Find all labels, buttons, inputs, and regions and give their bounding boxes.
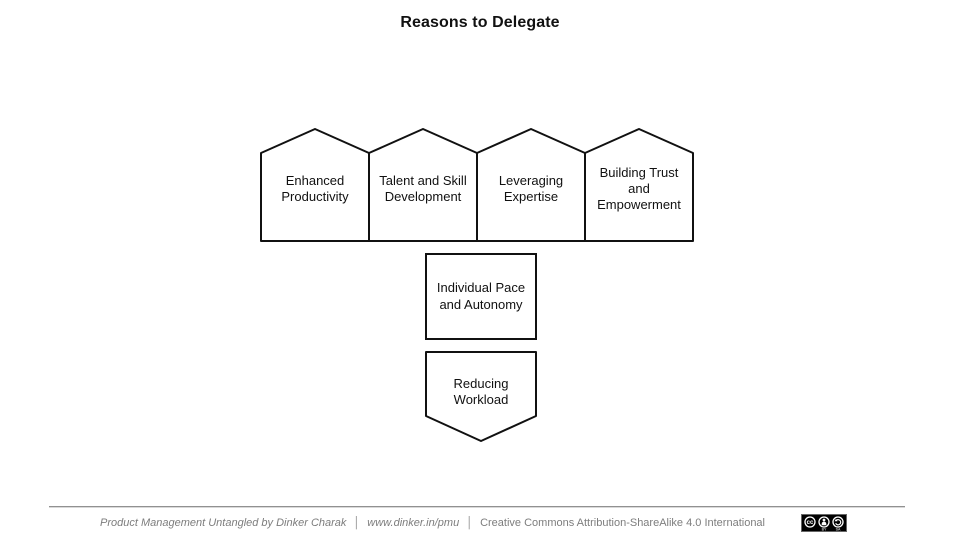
shape-label: Building Trust and Empowerment xyxy=(597,164,681,213)
shape-individual-pace-autonomy: Individual Pace and Autonomy xyxy=(425,253,537,340)
svg-text:SA: SA xyxy=(836,528,841,532)
footer-url: www.dinker.in/pmu xyxy=(367,517,460,529)
svg-text:BY: BY xyxy=(822,528,827,532)
shape-building-trust-empowerment: Building Trust and Empowerment xyxy=(584,128,694,242)
shape-label: Talent and Skill Development xyxy=(379,172,467,204)
footer-license: Creative Commons Attribution-ShareAlike … xyxy=(480,517,765,529)
footer-divider xyxy=(49,506,905,508)
footer-credit: Product Management Untangled by Dinker C… xyxy=(100,517,347,529)
page-title: Reasons to Delegate xyxy=(400,14,560,31)
svg-text:cc: cc xyxy=(807,520,814,526)
shape-enhanced-productivity: Enhanced Productivity xyxy=(260,128,370,242)
shape-label: Reducing Workload xyxy=(453,375,509,407)
footer-separator: │ xyxy=(466,517,474,529)
shape-talent-skill-development: Talent and Skill Development xyxy=(368,128,478,242)
reasons-top-row: Enhanced Productivity Talent and Skill D… xyxy=(260,128,694,242)
shape-leveraging-expertise: Leveraging Expertise xyxy=(476,128,586,242)
pentagon-down-outline xyxy=(425,351,537,442)
footer: Product Management Untangled by Dinker C… xyxy=(50,511,905,535)
shape-label: Individual Pace and Autonomy xyxy=(436,280,526,312)
cc-by-sa-badge-icon: cc BY SA xyxy=(801,514,847,532)
footer-separator: │ xyxy=(353,517,361,529)
house-outline xyxy=(584,128,694,242)
shape-label: Leveraging Expertise xyxy=(498,172,564,204)
shape-label: Enhanced Productivity xyxy=(281,172,349,204)
shape-reducing-workload: Reducing Workload xyxy=(425,351,537,443)
